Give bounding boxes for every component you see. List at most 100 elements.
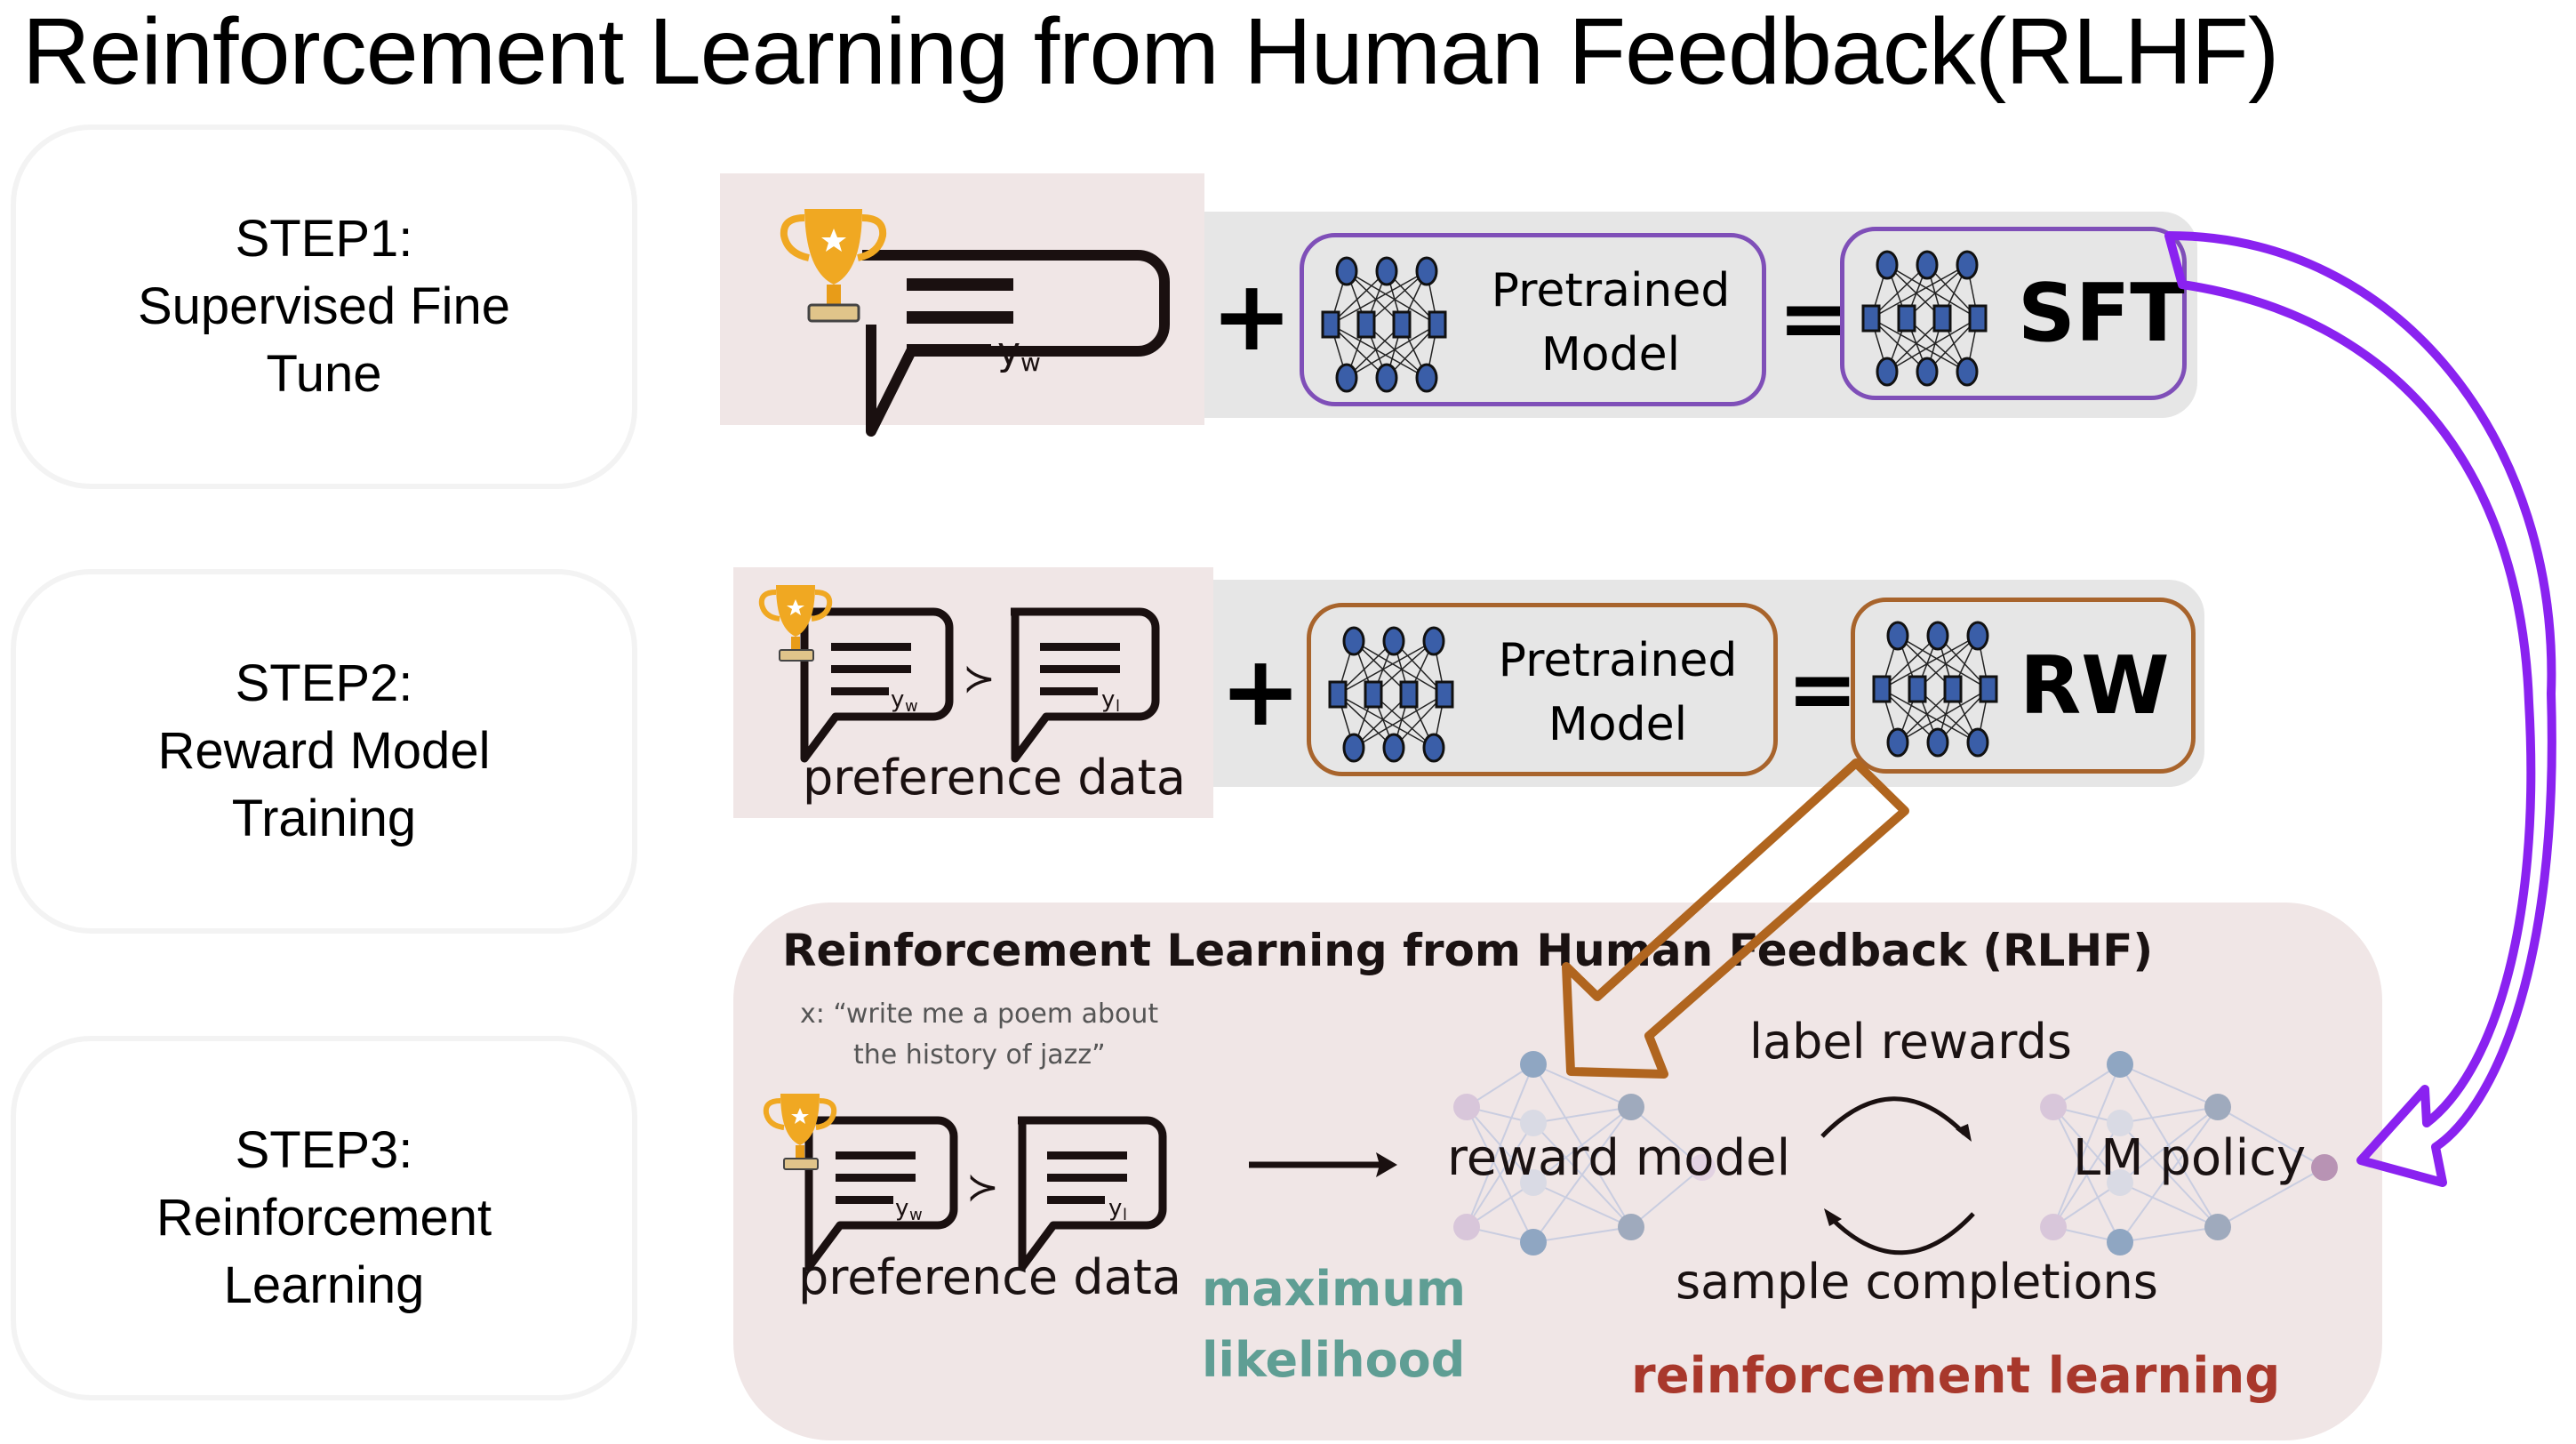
loser-response-icon: y l xyxy=(1018,1116,1167,1272)
plus-operator-2: + xyxy=(1220,634,1302,748)
preference-comparator: ≻ xyxy=(966,1165,999,1210)
nn-node xyxy=(1872,675,1892,703)
rlhf-panel-title: Reinforcement Learning from Human Feedba… xyxy=(782,925,2154,976)
plus-operator-1: + xyxy=(1211,259,1293,373)
nn-node xyxy=(1520,1051,1547,1078)
demo-response-icon: y w xyxy=(780,209,1170,437)
neural-network-icon xyxy=(1321,256,1447,393)
pretrained-model-label-2: Pretrained Model xyxy=(1471,629,1764,757)
label-rewards-label: label rewards xyxy=(1749,1014,2072,1070)
nn-node xyxy=(1428,310,1447,339)
nn-node xyxy=(1453,1214,1480,1240)
prompt-line-2: the history of jazz” xyxy=(853,1039,1106,1071)
sft-model-box: SFT xyxy=(1840,227,2187,400)
equals-operator-2: = xyxy=(1787,639,1859,739)
nn-node xyxy=(1392,310,1412,339)
nn-node xyxy=(1861,304,1881,333)
nn-node xyxy=(1375,363,1398,393)
nn-node xyxy=(1979,675,1998,703)
nn-node xyxy=(1356,310,1376,339)
model-line: Model xyxy=(1548,698,1688,751)
step-1-heading: STEP1: xyxy=(235,210,413,268)
step-card-1: STEP1: Supervised Fine Tune xyxy=(11,124,637,489)
neural-network-icon xyxy=(1872,621,1998,758)
step-card-3: STEP3: Reinforcement Learning xyxy=(11,1036,637,1400)
step-2-line: Training xyxy=(231,790,417,847)
nn-node xyxy=(2311,1154,2338,1181)
step-1-line: Supervised Fine xyxy=(137,277,511,335)
nn-node xyxy=(1916,357,1939,387)
nn-node xyxy=(1956,250,1979,280)
step-2-text: STEP2: Reward Model Training xyxy=(158,650,491,853)
rw-label: RW xyxy=(2020,639,2170,733)
rw-model-box: RW xyxy=(1851,598,2196,774)
nn-node xyxy=(2040,1214,2067,1240)
nn-node xyxy=(1415,363,1438,393)
nn-node xyxy=(1364,680,1383,709)
equals-operator-1: = xyxy=(1778,269,1850,368)
step-3-text: STEP3: Reinforcement Learning xyxy=(156,1117,492,1320)
rw-to-reward-model-arrow xyxy=(0,0,800,800)
step-2-heading: STEP2: xyxy=(235,654,413,712)
nn-node xyxy=(1335,256,1358,286)
nn-node xyxy=(1422,626,1445,656)
response-subscript: w xyxy=(1020,348,1041,377)
loser-subscript: l xyxy=(1123,1206,1127,1224)
nn-node xyxy=(1908,675,1927,703)
nn-node xyxy=(1968,304,1988,333)
pretrained-model-box-1: Pretrained Model xyxy=(1300,233,1766,406)
sample-completions-label: sample completions xyxy=(1676,1254,2158,1310)
curved-arrow-bottom-icon xyxy=(1824,1208,1975,1255)
nn-node xyxy=(1943,675,1963,703)
nn-node xyxy=(1335,363,1358,393)
demo-data-panel: y w xyxy=(720,173,1204,437)
nn-node xyxy=(1435,680,1454,709)
nn-node xyxy=(2107,1051,2133,1078)
nn-node xyxy=(1618,1214,1644,1240)
neural-network-icon xyxy=(1328,626,1454,763)
prompt-line-1: x: “write me a poem about xyxy=(800,999,1159,1030)
preference-pair-icon: y w ≻ y l preference data xyxy=(758,585,1186,806)
nn-node xyxy=(1966,727,1989,758)
nn-node xyxy=(1382,626,1405,656)
winner-subscript: w xyxy=(905,697,918,716)
reward-model-network xyxy=(1453,1051,1716,1255)
reward-model-label: reward model xyxy=(1447,1129,1791,1187)
nn-node xyxy=(1876,250,1899,280)
step-2-line: Reward Model xyxy=(157,722,491,780)
nn-node xyxy=(2204,1094,2231,1120)
nn-node xyxy=(1916,250,1939,280)
winner-response-icon: y w xyxy=(804,1116,958,1272)
nn-node xyxy=(2040,1094,2067,1120)
nn-node xyxy=(1321,310,1340,339)
nn-node xyxy=(1453,1094,1480,1120)
nn-node xyxy=(2204,1214,2231,1240)
nn-node xyxy=(1618,1094,1644,1120)
pretrained-model-box-2: Pretrained Model xyxy=(1307,603,1778,776)
loser-subscript: l xyxy=(1116,697,1120,716)
nn-node xyxy=(1422,733,1445,763)
winner-y-label: y xyxy=(895,1195,908,1222)
step-card-2: STEP2: Reward Model Training xyxy=(11,569,637,934)
model-line: Model xyxy=(1540,328,1681,381)
step-3-line: Reinforcement xyxy=(156,1189,492,1247)
pretrained-model-label-1: Pretrained Model xyxy=(1464,259,1757,387)
nn-node xyxy=(1520,1110,1547,1136)
prompt-text: x: “write me a poem about the history of… xyxy=(800,994,1158,1076)
nn-node xyxy=(1926,727,1949,758)
nn-node xyxy=(1932,304,1952,333)
rl-preference-pair-icon: y w ≻ y l xyxy=(763,1094,1167,1272)
step-3-heading: STEP3: xyxy=(235,1121,413,1179)
curved-arrow-top-icon xyxy=(1820,1096,1972,1142)
nn-node xyxy=(1876,357,1899,387)
right-arrow-icon xyxy=(1249,1152,1397,1177)
pretrained-line: Pretrained xyxy=(1491,264,1731,317)
nn-node xyxy=(1956,357,1979,387)
page-title: Reinforcement Learning from Human Feedba… xyxy=(22,0,2279,104)
winner-response-icon: y w xyxy=(800,607,954,763)
step-1-text: STEP1: Supervised Fine Tune xyxy=(138,205,510,408)
preference-comparator: ≻ xyxy=(963,656,996,702)
loser-response-icon: y l xyxy=(1011,607,1160,763)
ml-line-1: maximum xyxy=(1202,1261,1467,1317)
winner-subscript: w xyxy=(909,1206,923,1224)
